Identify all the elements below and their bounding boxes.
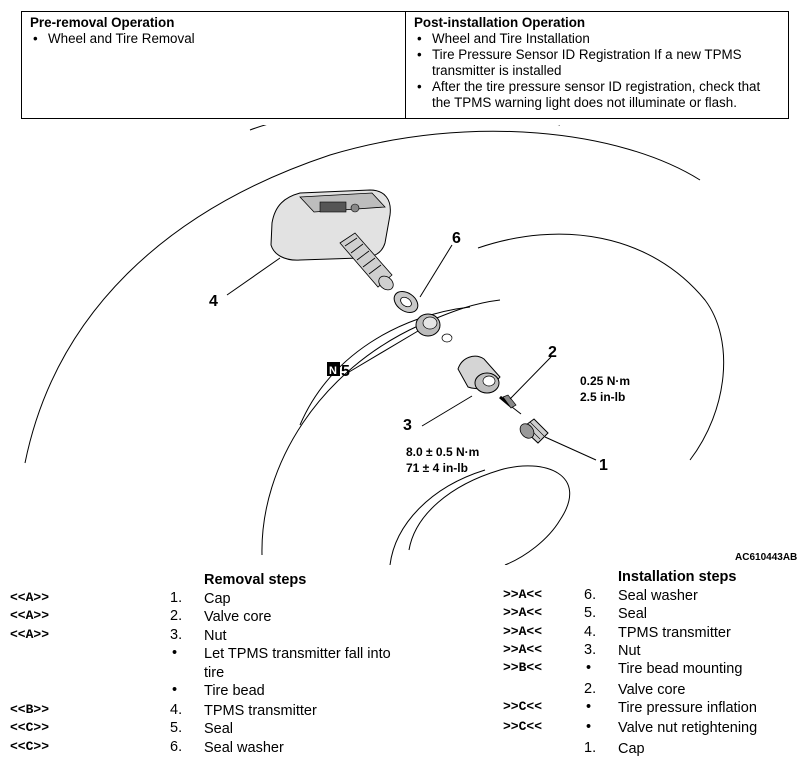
seal [415, 313, 453, 343]
step-text: Let TPMS transmitter fall into [204, 646, 391, 662]
pre-removal-heading: Pre-removal Operation [30, 15, 175, 30]
post-installation-item: Tire Pressure Sensor ID Registration If … [414, 47, 780, 79]
step-text: Cap [618, 741, 645, 757]
step-text: tire [204, 665, 225, 681]
tire-outline [24, 125, 725, 565]
torque-nut-nm: 8.0 ± 0.5 N·m [406, 445, 479, 459]
step-number: 5. [170, 720, 183, 736]
step-code: <<C>> [10, 720, 50, 735]
step-text: Tire pressure inflation [618, 700, 757, 716]
tire-sidewall-curve [477, 233, 725, 461]
step-text: TPMS transmitter [618, 625, 731, 641]
step-code: >>A<< [503, 624, 543, 639]
valve-cap [519, 418, 549, 444]
figure-code: AC610443AB [735, 552, 797, 563]
step-code: <<A>> [10, 608, 50, 623]
removal-heading: Removal steps [204, 572, 307, 588]
step-bullet: • [172, 645, 178, 661]
step-text: Cap [204, 591, 231, 607]
installation-heading: Installation steps [618, 569, 737, 585]
tpms-exploded-illustration: 4 6 N 5 3 2 1 0.25 N·m 2.5 in-lb 8.0 ± 0… [0, 125, 810, 565]
post-installation-column: Post-installation Operation Wheel and Ti… [406, 12, 788, 118]
step-number: 3. [584, 642, 597, 658]
step-number: 6. [170, 739, 183, 755]
rim-inner-edge [299, 306, 471, 426]
rim-outer-edge [261, 299, 501, 556]
post-installation-list: Wheel and Tire Installation Tire Pressur… [414, 31, 780, 111]
leader-lines [226, 244, 597, 461]
illustration-svg: 4 6 N 5 3 2 1 0.25 N·m 2.5 in-lb 8.0 ± 0… [24, 125, 797, 565]
step-text: Tire bead [204, 683, 265, 699]
step-number: 2. [170, 608, 183, 624]
step-text: Seal washer [618, 588, 698, 604]
post-installation-heading: Post-installation Operation [414, 15, 586, 30]
callout-2: 2 [548, 344, 557, 361]
step-code: <<C>> [10, 739, 50, 754]
step-number: 4. [170, 702, 183, 718]
step-text: Valve nut retightening [618, 720, 758, 736]
step-code: >>C<< [503, 699, 543, 714]
wheel-hub-inner [389, 469, 486, 565]
valve-nut [457, 355, 501, 394]
pre-removal-item: Wheel and Tire Removal [30, 31, 397, 47]
step-code: <<A>> [10, 627, 50, 642]
step-text: Valve core [618, 682, 686, 698]
step-bullet: • [586, 719, 592, 735]
valve-core [499, 394, 522, 415]
step-text: TPMS transmitter [204, 703, 317, 719]
step-bullet: • [586, 660, 592, 676]
operations-table: Pre-removal Operation Wheel and Tire Rem… [21, 11, 789, 119]
seal-washer [393, 291, 419, 313]
step-number: 1. [584, 740, 597, 756]
step-number: 5. [584, 605, 597, 621]
step-text: Nut [618, 643, 641, 659]
pre-removal-list: Wheel and Tire Removal [30, 31, 397, 47]
torque-valve-core-inlb: 2.5 in-lb [580, 390, 625, 404]
callout-4: 4 [209, 293, 218, 310]
step-number: 4. [584, 624, 597, 640]
tire-outer-edge [24, 130, 701, 464]
post-installation-item: Wheel and Tire Installation [414, 31, 780, 47]
pre-removal-column: Pre-removal Operation Wheel and Tire Rem… [22, 12, 406, 118]
step-code: >>B<< [503, 660, 543, 675]
step-code: >>A<< [503, 587, 543, 602]
torque-nut-inlb: 71 ± 4 in-lb [406, 461, 468, 475]
step-text: Seal [618, 606, 648, 622]
step-number: 1. [170, 590, 183, 606]
step-number: 6. [584, 587, 597, 603]
step-text: Seal [204, 721, 234, 737]
removal-steps: Removal steps <<A>> 1. Cap <<A>> 2. Valv… [10, 572, 391, 756]
torque-valve-core-nm: 0.25 N·m [580, 374, 630, 388]
step-text: Tire bead mounting [618, 661, 743, 677]
step-code: <<A>> [10, 590, 50, 605]
step-code: >>A<< [503, 642, 543, 657]
callout-6: 6 [452, 230, 461, 247]
step-code: >>C<< [503, 719, 543, 734]
post-installation-item: After the tire pressure sensor ID regist… [414, 79, 780, 111]
n-mark: N [329, 365, 337, 377]
step-text: Valve core [204, 609, 272, 625]
step-code: >>A<< [503, 605, 543, 620]
wheel-hub-curve [408, 465, 571, 565]
step-number: 3. [170, 627, 183, 643]
callout-1: 1 [599, 457, 608, 474]
n-mark-box [327, 362, 340, 376]
tpms-transmitter [270, 189, 394, 291]
step-bullet: • [586, 699, 592, 715]
step-bullet: • [172, 682, 178, 698]
step-number: 2. [584, 681, 597, 697]
step-code: <<B>> [10, 702, 50, 717]
step-text: Nut [204, 628, 227, 644]
step-text: Seal washer [204, 740, 284, 756]
callout-5: 5 [341, 363, 350, 380]
callout-3: 3 [403, 417, 412, 434]
